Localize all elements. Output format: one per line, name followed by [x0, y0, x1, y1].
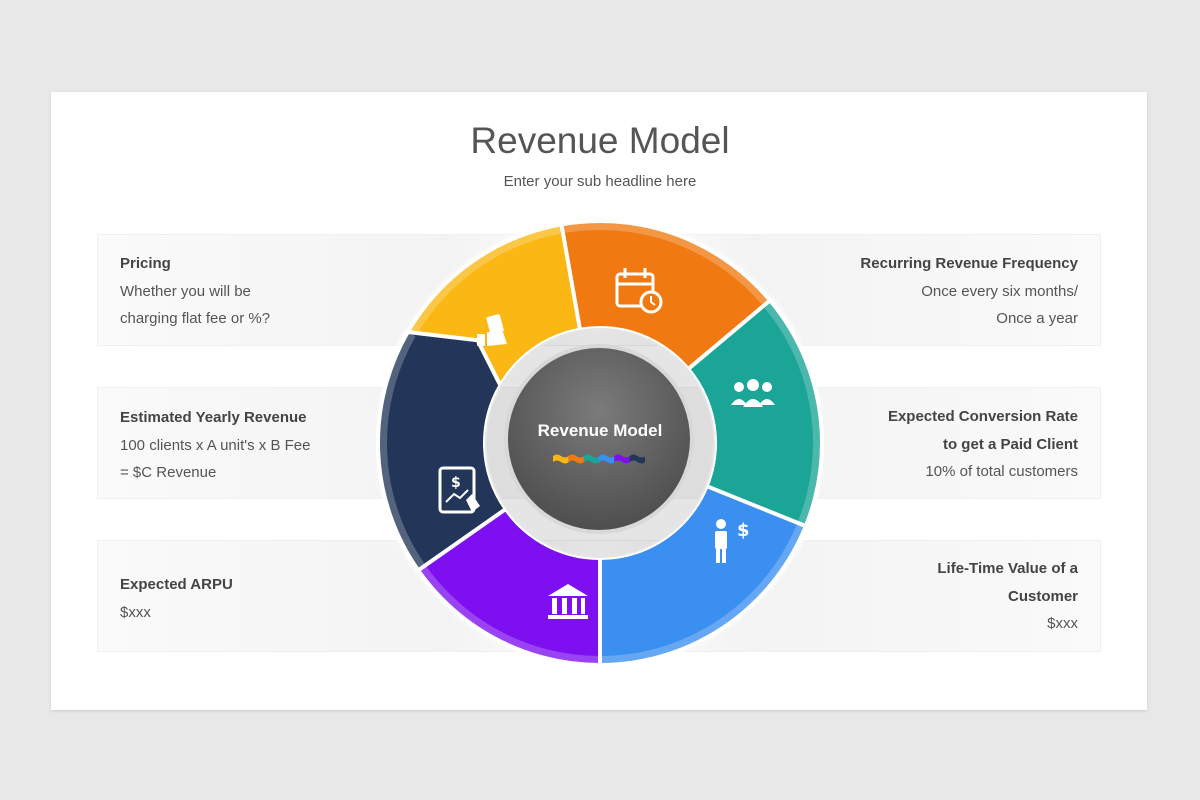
- wave-band-5: [614, 454, 631, 464]
- svg-text:$: $: [737, 520, 750, 541]
- money-hand-icon: [477, 314, 507, 346]
- arpu-block: Expected ARPU $xxx: [120, 571, 233, 626]
- pricing-line-2: charging flat fee or %?: [120, 310, 271, 327]
- page-subtitle: Enter your sub headline here: [503, 173, 697, 190]
- wave-band-1: [553, 454, 569, 464]
- wave-band-3: [583, 454, 600, 464]
- arpu-value: $xxx: [120, 603, 151, 621]
- wave-band-2: [568, 454, 585, 464]
- pricing-block: Pricing Whether you will be charging fla…: [120, 250, 270, 333]
- segment-blue-rim: [560, 522, 811, 668]
- yearly-revenue-line-1: 100 clients x A unit's x B Fee: [120, 436, 311, 454]
- yearly-revenue-line-2: = $C Revenue: [120, 464, 217, 481]
- ltv-heading-2: Customer: [1007, 587, 1078, 605]
- conversion-block: Expected Conversion Rate to get a Paid C…: [888, 403, 1078, 486]
- wave-band-6: [629, 454, 645, 464]
- segment-purple-rim: [403, 549, 601, 668]
- conversion-heading-2: to get a Paid Client: [942, 435, 1078, 453]
- tablet-chart-icon: $: [438, 466, 480, 514]
- center-circle: [504, 344, 694, 534]
- wave-band-4: [598, 454, 615, 464]
- calendar-clock-icon: [615, 268, 663, 314]
- ltv-block: Life-Time Value of a Customer $xxx: [937, 555, 1078, 638]
- conversion-value: 10% of total customers: [925, 463, 1078, 480]
- svg-text:$: $: [451, 475, 461, 491]
- pricing-line-1: Whether you will be: [120, 282, 251, 300]
- center-label: Revenue Model: [537, 421, 663, 440]
- yearly-revenue-block: Estimated Yearly Revenue 100 clients x A…: [120, 404, 310, 487]
- recurring-block: Recurring Revenue Frequency Once every s…: [860, 250, 1078, 333]
- recurring-line-2: Once a year: [996, 310, 1078, 327]
- recurring-line-1: Once every six months/: [921, 282, 1078, 300]
- team-icon: [731, 379, 775, 407]
- arpu-heading: Expected ARPU: [120, 576, 233, 593]
- businessman-dollar-icon: $: [715, 519, 750, 563]
- segment-navy-rim: [375, 329, 426, 574]
- color-wave-decoration: [553, 454, 645, 464]
- ltv-heading-1: Life-Time Value of a: [937, 560, 1078, 577]
- revenue-cycle-diagram: $ $: [375, 218, 825, 668]
- pricing-heading: Pricing: [120, 255, 171, 272]
- recurring-heading: Recurring Revenue Frequency: [860, 255, 1078, 272]
- yearly-revenue-heading: Estimated Yearly Revenue: [120, 409, 307, 426]
- ltv-value: $xxx: [1047, 615, 1078, 632]
- conversion-heading-1: Expected Conversion Rate: [887, 408, 1078, 425]
- bank-icon: [548, 584, 588, 619]
- page-title: Revenue Model: [470, 120, 730, 161]
